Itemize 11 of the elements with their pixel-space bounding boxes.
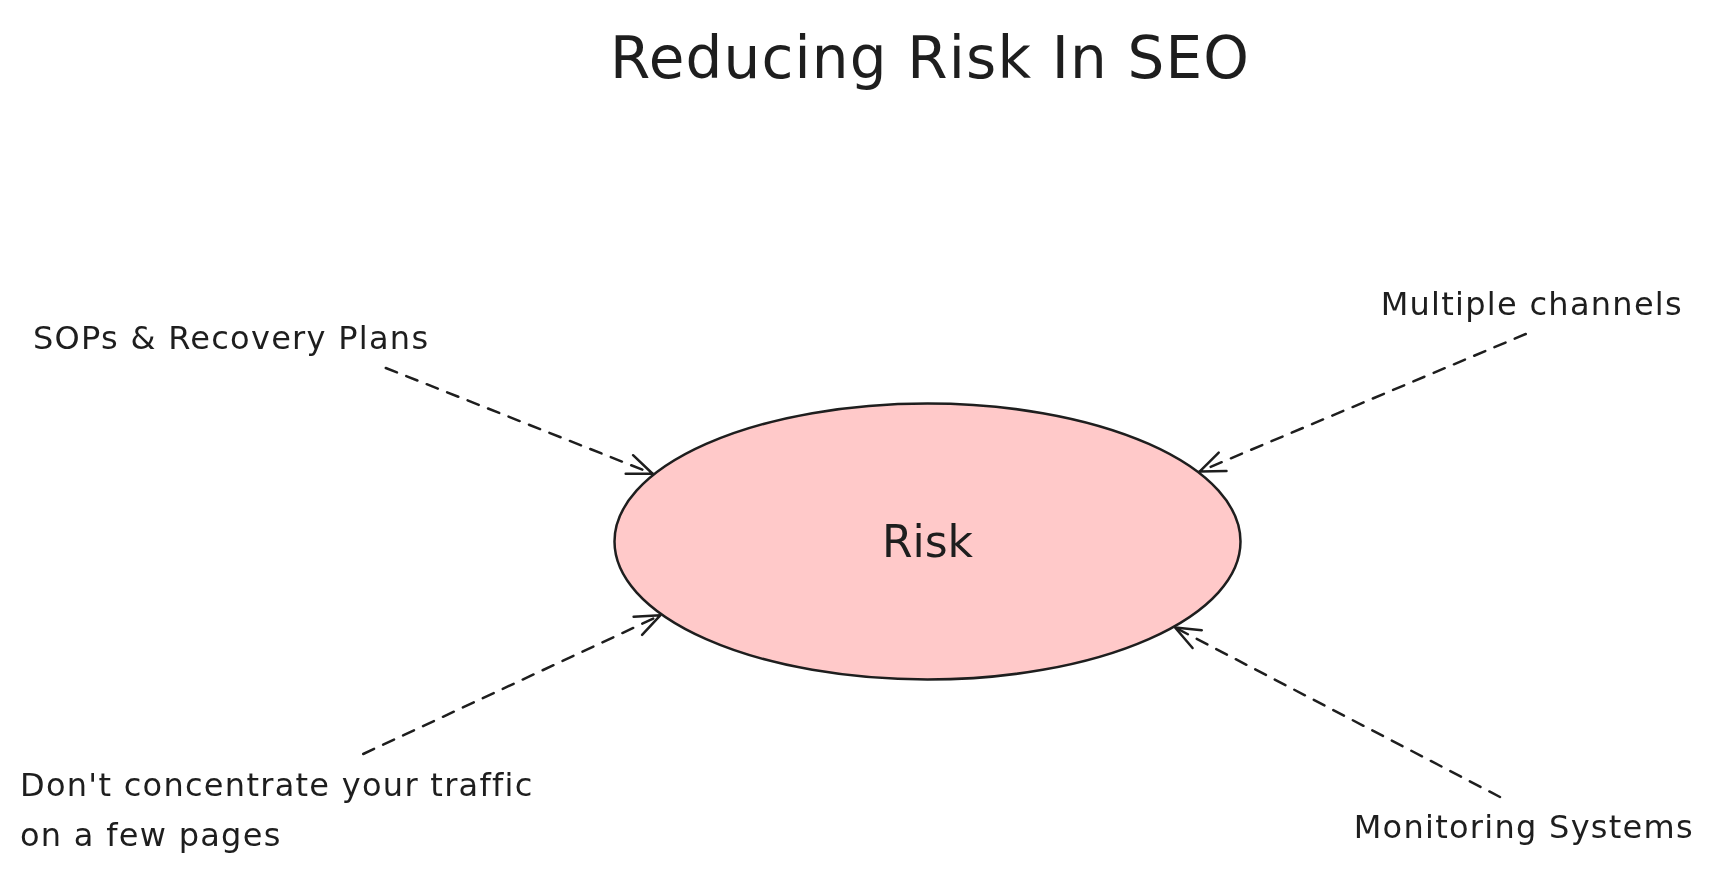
text-label: Multiple channels	[1380, 280, 1683, 328]
text-label: Monitoring Systems	[1353, 803, 1694, 851]
ellipse-shape	[613, 402, 1242, 681]
dashed-arrow	[361, 614, 662, 756]
diagram-title: Reducing Risk In SEO	[609, 23, 1251, 94]
dashed-arrow	[1173, 626, 1502, 799]
text-label: Don't concentrate your traffic on a few pages	[20, 760, 540, 860]
text-label: SOPs & Recovery Plans	[33, 314, 430, 362]
ellipse-label: Risk	[881, 515, 974, 569]
dashed-arrow	[384, 366, 654, 476]
dashed-arrow	[1198, 332, 1528, 473]
